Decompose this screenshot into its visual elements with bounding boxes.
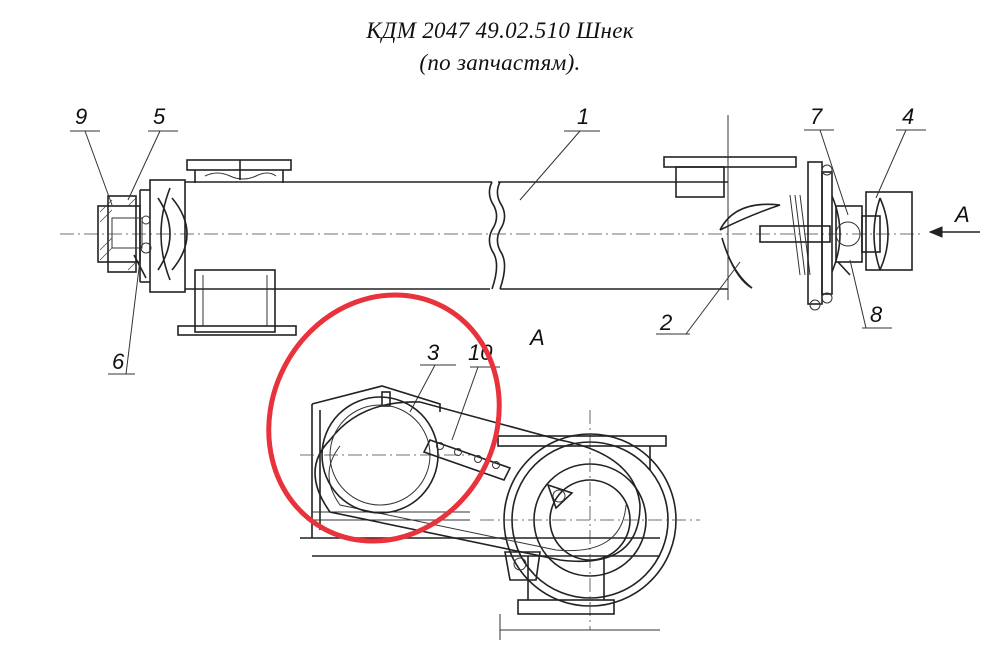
auger-side-view — [60, 115, 920, 336]
drawing-subtitle: (по запчастям). — [419, 50, 581, 75]
callout-6: 6 — [112, 349, 125, 374]
callout-3: 3 — [427, 340, 440, 365]
callout-8: 8 — [870, 302, 883, 327]
callout-2: 2 — [659, 310, 672, 335]
view-arrow-label: A — [953, 202, 970, 227]
view-arrow — [928, 226, 980, 238]
callout-5: 5 — [153, 104, 166, 129]
drawing-title: КДМ 2047 49.02.510 Шнек — [366, 18, 634, 43]
callout-9: 9 — [75, 104, 87, 129]
callout-leaders — [70, 129, 926, 441]
callout-7: 7 — [810, 104, 823, 129]
callout-1: 1 — [577, 104, 589, 129]
highlight-ellipse — [266, 292, 502, 544]
callout-4: 4 — [902, 104, 914, 129]
section-view-label: A — [528, 325, 545, 350]
